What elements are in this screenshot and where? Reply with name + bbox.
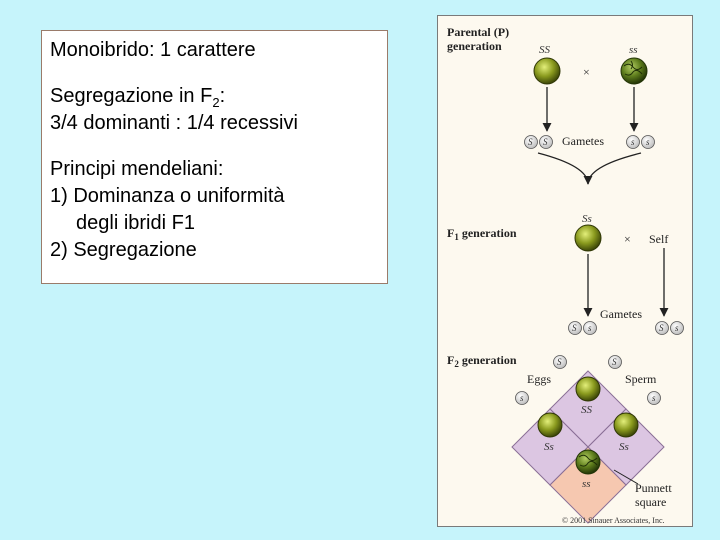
parent2-genotype: ss — [629, 44, 638, 56]
sperm-allele-s: s — [647, 391, 661, 405]
allele-glyph: s — [646, 137, 650, 147]
self-label: Self — [649, 232, 668, 246]
parental-gamete-s-2: s — [641, 135, 655, 149]
allele-glyph: s — [588, 323, 592, 333]
gamete-merge-line-right — [583, 152, 642, 185]
f2-SS-genotype: SS — [581, 404, 593, 416]
f2-generation-label: F2 generation — [447, 353, 517, 369]
f1-label-suffix: generation — [459, 226, 517, 240]
allele-glyph: S — [557, 357, 562, 367]
allele-glyph: S — [528, 137, 533, 147]
allele-glyph: S — [572, 323, 577, 333]
segregation-line: Segregazione in F2: — [50, 83, 379, 110]
egg-allele-S: S — [553, 355, 567, 369]
ratio-line: 3/4 dominanti : 1/4 recessivi — [50, 112, 298, 134]
punnett-cell-bottom — [549, 446, 627, 524]
principles-heading: Principi mendeliani: — [50, 158, 224, 180]
parental-label-line2: generation — [447, 39, 502, 53]
punnett-label-line2: square — [635, 495, 666, 509]
principle-1: 1) Dominanza o uniformità — [50, 185, 285, 207]
f1-genotype: Ss — [582, 213, 592, 225]
f1-label-letter: F — [447, 226, 454, 240]
segregation-subscript: 2 — [212, 95, 220, 110]
parental-gamete-S-2: S — [539, 135, 553, 149]
segregation-colon: : — [219, 85, 226, 107]
f2-label-subscript: 2 — [454, 359, 459, 369]
allele-glyph: s — [652, 393, 656, 403]
f1-label-subscript: 1 — [454, 232, 459, 242]
f2-Ss-right-genotype: Ss — [619, 441, 629, 453]
text-panel: Monoibrido: 1 carattere Segregazione in … — [41, 30, 388, 284]
mendel-cross-figure: Parental (P) generation SS ss × S S Game… — [437, 15, 693, 527]
segregation-text: Segregazione in F — [50, 85, 213, 107]
allele-glyph: s — [520, 393, 524, 403]
monohybrid-title: Monoibrido: 1 carattere — [50, 39, 256, 61]
allele-glyph: s — [675, 323, 679, 333]
f1-gamete-s-left: s — [583, 321, 597, 335]
f2-ss-genotype: ss — [582, 478, 591, 490]
f1-gametes-label: Gametes — [600, 307, 642, 321]
gamete-merge-line-left — [537, 152, 589, 185]
f2-Ss-left-genotype: Ss — [544, 441, 554, 453]
f2-label-letter: F — [447, 353, 454, 367]
eggs-label: Eggs — [527, 372, 551, 386]
allele-glyph: s — [631, 137, 635, 147]
cross-diagram: Parental (P) generation SS ss × S S Game… — [447, 25, 684, 525]
sperm-label: Sperm — [625, 372, 657, 386]
f1-gamete-S-right: S — [655, 321, 669, 335]
f2-Ss-left-pea-icon — [537, 412, 563, 438]
punnett-square — [511, 370, 665, 524]
wrinkled-pea-icon — [620, 57, 648, 85]
allele-glyph: S — [612, 357, 617, 367]
smooth-pea-icon — [533, 57, 561, 85]
parental-cross-symbol: × — [583, 65, 590, 79]
f1-gamete-s-right: s — [670, 321, 684, 335]
f1-gamete-S-left: S — [568, 321, 582, 335]
f2-Ss-right-pea-icon — [613, 412, 639, 438]
f2-ss-wrinkled-pea-icon — [575, 449, 601, 475]
parental-label-line1: Parental (P) — [447, 25, 509, 39]
parental-gamete-s-1: s — [626, 135, 640, 149]
f2-label-suffix: generation — [459, 353, 517, 367]
egg-allele-s: s — [515, 391, 529, 405]
principle-2: 2) Segregazione — [50, 239, 197, 261]
punnett-label-line1: Punnett — [635, 481, 672, 495]
f1-cross-symbol: × — [624, 232, 631, 246]
parental-gamete-S-1: S — [524, 135, 538, 149]
parental-gametes-label: Gametes — [562, 134, 604, 148]
sperm-allele-S: S — [608, 355, 622, 369]
parent1-genotype: SS — [539, 44, 551, 56]
f1-generation-label: F1 generation — [447, 226, 517, 242]
f1-smooth-pea-icon — [574, 224, 602, 252]
punnett-pointer-line — [613, 469, 639, 485]
f2-SS-pea-icon — [575, 376, 601, 402]
principle-1-continued: degli ibridi F1 — [76, 212, 195, 234]
allele-glyph: S — [543, 137, 548, 147]
copyright-notice: © 2001 Sinauer Associates, Inc. — [562, 516, 665, 525]
allele-glyph: S — [659, 323, 664, 333]
